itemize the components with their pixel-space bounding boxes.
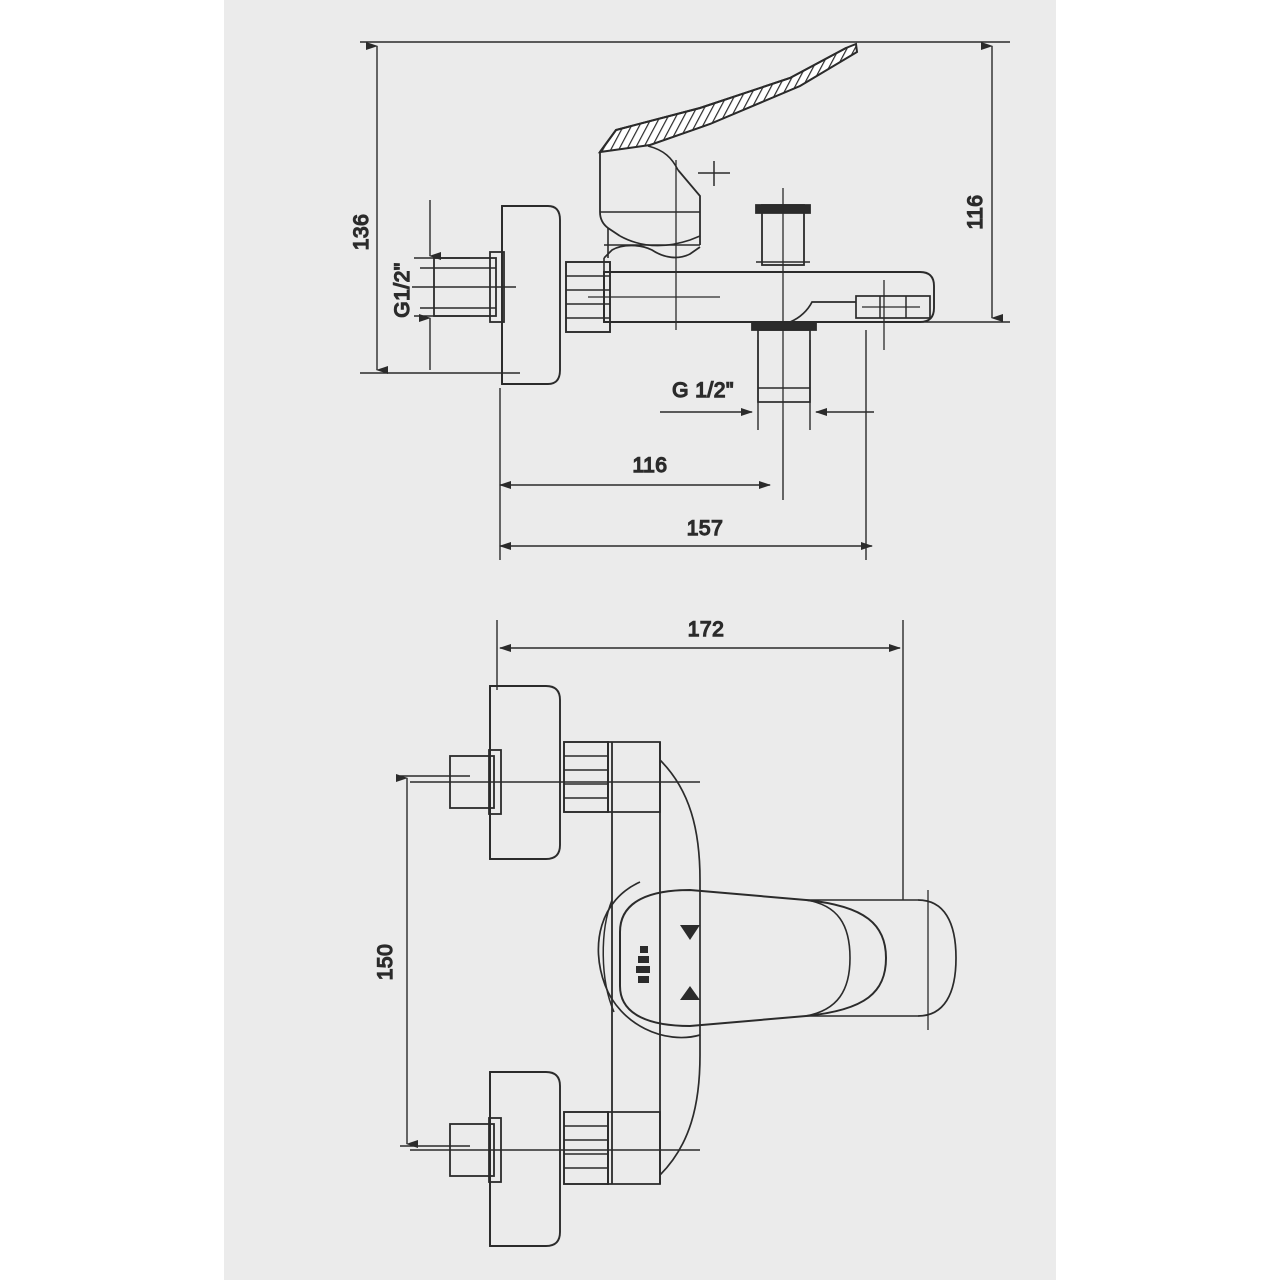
escutcheon-plate-lower xyxy=(489,1071,561,1247)
dim-label-g12-bottom: G 1/2" xyxy=(672,379,734,402)
spout-aerator xyxy=(789,295,931,323)
body-outline-plan xyxy=(611,742,661,1184)
side-elevation-view xyxy=(412,42,935,420)
brand-logo-mark xyxy=(636,946,650,983)
dim-label-116-horizontal: 116 xyxy=(633,454,668,477)
dim-label-136: 136 xyxy=(350,214,373,251)
temperature-index-markers xyxy=(680,925,700,1000)
shower-outlet-bottom xyxy=(751,321,817,403)
body-block-upper xyxy=(607,741,661,813)
cap-outline-plan xyxy=(597,881,701,1039)
dim-label-g12-left: G1/2" xyxy=(391,262,414,317)
hex-coupling-nut xyxy=(565,261,611,333)
handle-cross-mark xyxy=(698,161,730,186)
body-silhouette-plan xyxy=(659,759,701,1176)
escutcheon-plate xyxy=(501,205,561,385)
handle-hub xyxy=(599,152,701,247)
hex-nut-upper xyxy=(563,741,609,813)
drawing-canvas-panel xyxy=(224,0,1056,1280)
side-view-dimensions: 136 116 G1/2" G 1/2" 116 157 xyxy=(349,41,1010,560)
valve-housing xyxy=(603,228,701,272)
lever-handle xyxy=(597,42,859,171)
lever-handle-plan xyxy=(619,888,957,1030)
hex-nut-lower xyxy=(563,1111,609,1185)
dim-label-116-vertical: 116 xyxy=(964,195,987,230)
dim-label-172: 172 xyxy=(688,618,725,641)
dim-label-157: 157 xyxy=(687,517,724,540)
plan-top-view xyxy=(410,685,957,1247)
plan-view-dimensions: 172 150 xyxy=(373,617,904,1148)
dim-label-150: 150 xyxy=(374,944,397,981)
escutcheon-plate-upper xyxy=(489,685,561,860)
body-block-lower xyxy=(607,1111,661,1185)
